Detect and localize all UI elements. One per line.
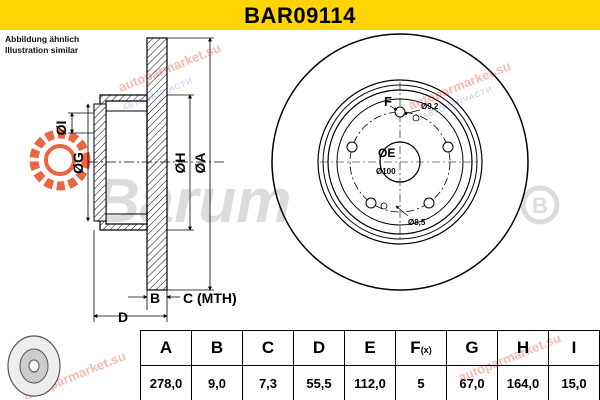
spec-value: 5 <box>395 365 447 400</box>
dimension-lines <box>68 37 214 322</box>
header-bar: BAR09114 <box>0 0 600 30</box>
label-pcd: Ø100 <box>376 167 396 176</box>
technical-drawing: Barum B <box>29 33 560 325</box>
label-B: B <box>150 290 160 306</box>
spec-header: G <box>446 330 498 366</box>
svg-text:B: B <box>532 193 548 218</box>
label-D: D <box>118 309 128 325</box>
note-german: Abbildung ähnlich <box>5 34 80 44</box>
spec-header: F <box>410 338 421 357</box>
front-view-labels: F Ø9,2 ØE Ø100 Ø8,5 <box>376 94 439 227</box>
disc-front-view <box>271 33 529 291</box>
spec-header: I <box>548 330 600 366</box>
spec-header-f-suffix: (x) <box>420 345 432 355</box>
spec-value: 9,0 <box>191 365 243 400</box>
label-H: ØH <box>172 153 188 174</box>
dimension-labels: ØI ØG ØH ØA B C (MTH) D <box>53 121 237 325</box>
spec-header: E <box>344 330 396 366</box>
spec-value-row: 278,0 9,0 7,3 55,5 112,0 5 67,0 164,0 15… <box>140 365 600 400</box>
disc-cross-section <box>88 37 225 291</box>
spec-header: A <box>140 330 192 366</box>
label-G: ØG <box>70 152 86 174</box>
label-A: ØA <box>192 153 208 174</box>
note-english: Illustration similar <box>5 45 79 55</box>
spec-value: 112,0 <box>344 365 396 400</box>
spec-header: H <box>497 330 549 366</box>
label-I: ØI <box>53 121 69 136</box>
locator-holes <box>380 114 420 210</box>
part-number-title: BAR09114 <box>244 3 356 28</box>
spec-value: 67,0 <box>446 365 498 400</box>
spec-value: 278,0 <box>140 365 192 400</box>
spec-table: A B C D E F(x) G H I 278,0 9,0 7,3 55,5 … <box>140 330 600 400</box>
label-C: C (MTH) <box>183 290 237 306</box>
spec-value: 7,3 <box>242 365 294 400</box>
front-view-callouts <box>389 105 421 217</box>
spec-value: 15,0 <box>548 365 600 400</box>
spec-header: D <box>293 330 345 366</box>
spec-header-f: F(x) <box>395 330 447 366</box>
spec-value: 164,0 <box>497 365 549 400</box>
label-locator: Ø8,5 <box>408 218 426 227</box>
label-F: F <box>384 94 392 109</box>
label-E: ØE <box>378 146 395 160</box>
spec-header-row: A B C D E F(x) G H I <box>140 330 600 366</box>
brand-b-mark: B <box>520 185 560 225</box>
spec-header: B <box>191 330 243 366</box>
spec-header: C <box>242 330 294 366</box>
disc-thumbnail <box>7 335 61 397</box>
spec-value: 55,5 <box>293 365 345 400</box>
label-hole-diameter: Ø9,2 <box>421 102 439 111</box>
